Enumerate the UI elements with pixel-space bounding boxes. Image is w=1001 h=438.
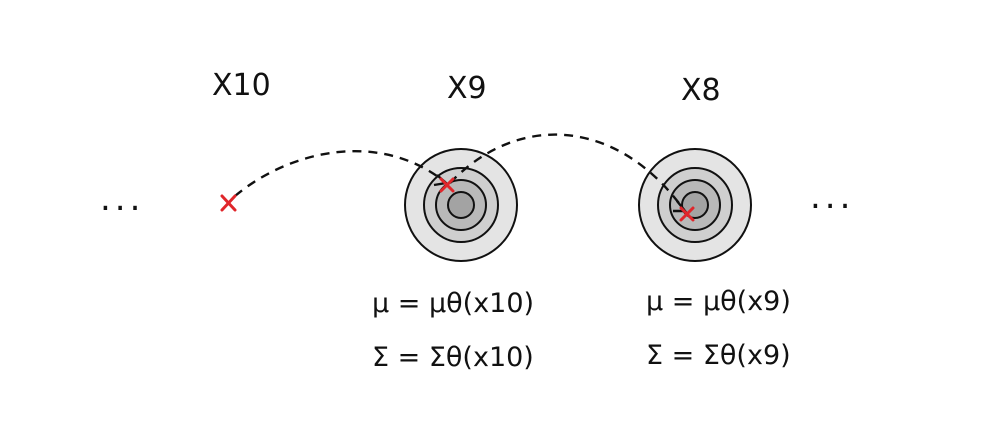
sampling-arrow-x10-to-x9 [234,150,446,197]
formula-sigma-x8: Σ = Σθ(x9) [646,340,791,371]
sample-mark-x10 [220,194,237,212]
step-label-x9: X9 [447,71,487,106]
formula-mu-x9: μ = μθ(x10) [372,288,534,319]
formula-sigma-x9: Σ = Σθ(x10) [372,342,534,373]
ellipsis-left: ... [100,179,144,219]
ellipsis-right: ... [810,177,854,217]
step-label-x8: X8 [681,73,721,108]
step-label-x10: X10 [212,68,271,103]
sampling-arrow-x9-to-x8 [449,133,685,211]
sample-mark-x9 [439,177,455,193]
sample-mark-x8 [679,206,695,222]
gaussian-distribution-x8 [638,148,752,262]
formula-mu-x8: μ = μθ(x9) [646,286,791,317]
gaussian-distribution-x9 [404,148,518,262]
